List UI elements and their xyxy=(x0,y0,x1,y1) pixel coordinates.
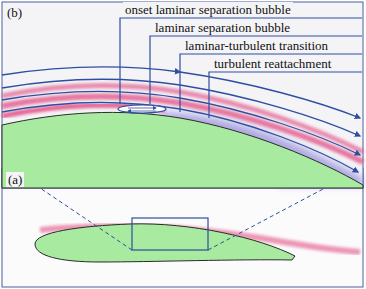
leader-line xyxy=(209,72,362,118)
leader-lines xyxy=(120,18,362,118)
zoom-line xyxy=(40,188,132,250)
zoom-line xyxy=(208,188,325,250)
airfoil xyxy=(35,224,295,262)
separation-bubble xyxy=(118,105,166,113)
annotation-label: laminar separation bubble xyxy=(153,20,292,35)
streamline xyxy=(2,91,360,155)
bubble-flow xyxy=(128,111,156,112)
leader-line xyxy=(180,54,362,112)
streamline xyxy=(2,79,360,136)
zoom-box xyxy=(132,218,208,250)
airfoil-surface xyxy=(2,112,363,188)
annotation-label: laminar-turbulent transition xyxy=(183,38,330,53)
leader-line xyxy=(120,18,362,104)
streamline xyxy=(2,103,358,172)
streamline xyxy=(2,67,360,118)
panel-b xyxy=(2,2,363,188)
panel-label: (a) xyxy=(6,172,24,187)
annotation-label: onset laminar separation bubble xyxy=(123,2,293,17)
leader-line xyxy=(150,36,362,104)
bubble-flow xyxy=(128,108,156,109)
annotation-label: turbulent reattachment xyxy=(212,56,333,71)
panel-label: (b) xyxy=(5,5,24,20)
